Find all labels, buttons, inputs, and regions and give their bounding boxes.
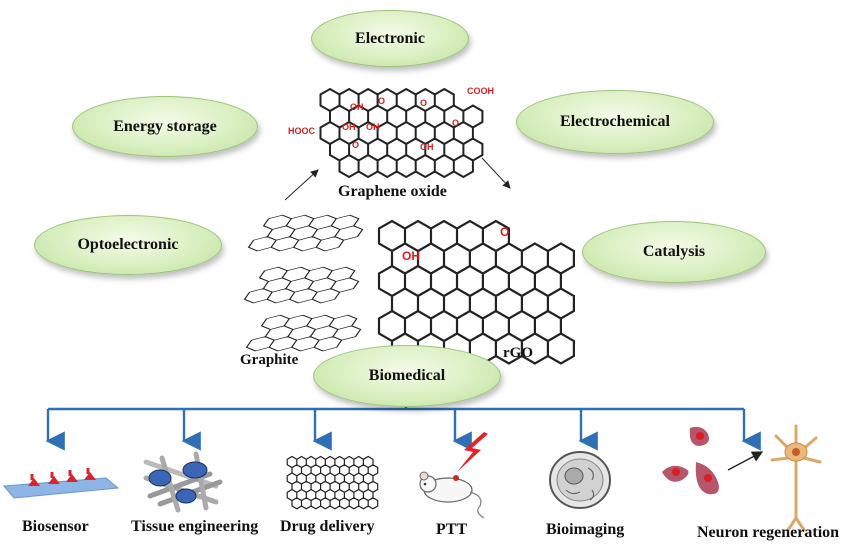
tissue-scaffold-icon: [143, 451, 223, 513]
rgo-structure: [377, 219, 575, 365]
use-neuron-regeneration: Neuron regeneration: [697, 524, 840, 541]
use-biosensor: Biosensor: [22, 518, 89, 535]
application-energy-storage: Energy storage: [72, 96, 258, 157]
rgo-label: rGO: [503, 345, 533, 361]
graphite-layer: [243, 266, 360, 304]
application-electronic: Electronic: [311, 10, 469, 67]
application-biomedical: Biomedical: [313, 345, 501, 407]
hex-lattice: [243, 266, 360, 304]
application-label: Energy storage: [113, 117, 217, 135]
use-drug-delivery: Drug delivery: [280, 518, 375, 535]
biosensor-icon: [2, 468, 120, 499]
application-catalysis: Catalysis: [582, 221, 766, 283]
hex-lattice: [286, 455, 379, 510]
application-label: Optoelectronic: [77, 236, 179, 253]
hex-lattice: [247, 214, 364, 252]
o-label-rgo: O: [500, 225, 510, 239]
neuron-regeneration-icon: [662, 424, 822, 532]
application-label: Electrochemical: [560, 113, 670, 130]
oh-label-rgo: OH: [402, 249, 420, 263]
hex-lattice: [377, 219, 575, 365]
application-optoelectronic: Optoelectronic: [34, 215, 222, 275]
graphite-label: Graphite: [240, 352, 299, 368]
o-label-go-3: O: [352, 140, 360, 150]
biomedical-tree: [45, 395, 761, 451]
graphene-oxide-label: Graphene oxide: [338, 183, 447, 200]
cooh-label: COOH: [467, 86, 494, 96]
application-label: Electronic: [355, 29, 425, 47]
application-label: Biomedical: [368, 367, 446, 384]
bioimaging-cell-icon: [549, 451, 611, 509]
application-electrochemical: Electrochemical: [516, 90, 714, 154]
graphene-oxide-structure: [319, 87, 484, 179]
hooc-label: HOOC: [288, 126, 315, 136]
go-to-rgo-arrow: [481, 157, 511, 189]
drug-delivery-sheet-icon: [286, 455, 379, 510]
ptt-mouse-icon: [419, 432, 488, 519]
hex-lattice: [245, 314, 362, 352]
hex-lattice: [319, 87, 484, 179]
o-label-go-1: O: [378, 96, 386, 106]
oh-label-go-3: OH: [366, 122, 380, 132]
use-bioimaging: Bioimaging: [546, 521, 625, 538]
o-label-go-4: O: [452, 118, 460, 128]
application-label: Catalysis: [642, 243, 706, 260]
oh-label-go-1: OH: [350, 102, 364, 112]
graphite-to-go-arrow: [284, 169, 319, 201]
use-tissue-engineering: Tissue engineering: [131, 518, 259, 535]
o-label-go-2: O: [420, 98, 428, 108]
oh-label-go-4: OH: [420, 142, 434, 152]
graphite-structure: [243, 214, 364, 352]
use-ptt: PTT: [436, 521, 468, 538]
graphite-layer: [245, 314, 362, 352]
oh-label-go-2: OH: [342, 122, 356, 132]
graphite-layer: [247, 214, 364, 252]
